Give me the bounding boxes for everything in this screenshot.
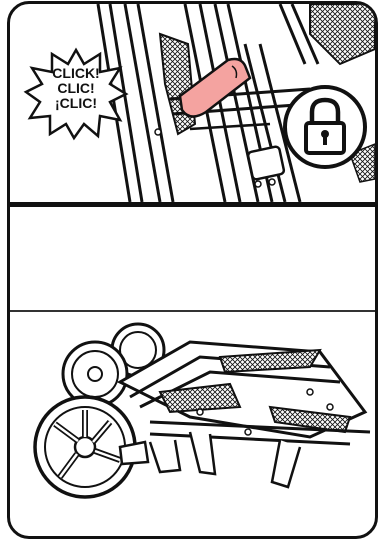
folded-stroller-panel <box>10 312 375 536</box>
click-line-fr: CLIC! <box>22 81 130 96</box>
blank-panel <box>10 207 375 310</box>
click-sound-burst: CLICK! CLIC! ¡CLIC! <box>22 46 130 142</box>
click-line-es: ¡CLIC! <box>22 96 130 111</box>
click-sound-text: CLICK! CLIC! ¡CLIC! <box>22 66 130 111</box>
padlock-icon <box>280 82 370 172</box>
lock-step-panel: CLICK! CLIC! ¡CLIC! <box>10 4 375 202</box>
instruction-card: CLICK! CLIC! ¡CLIC! <box>7 1 378 539</box>
folded-stroller-illustration <box>10 312 375 536</box>
click-line-en: CLICK! <box>22 66 130 81</box>
